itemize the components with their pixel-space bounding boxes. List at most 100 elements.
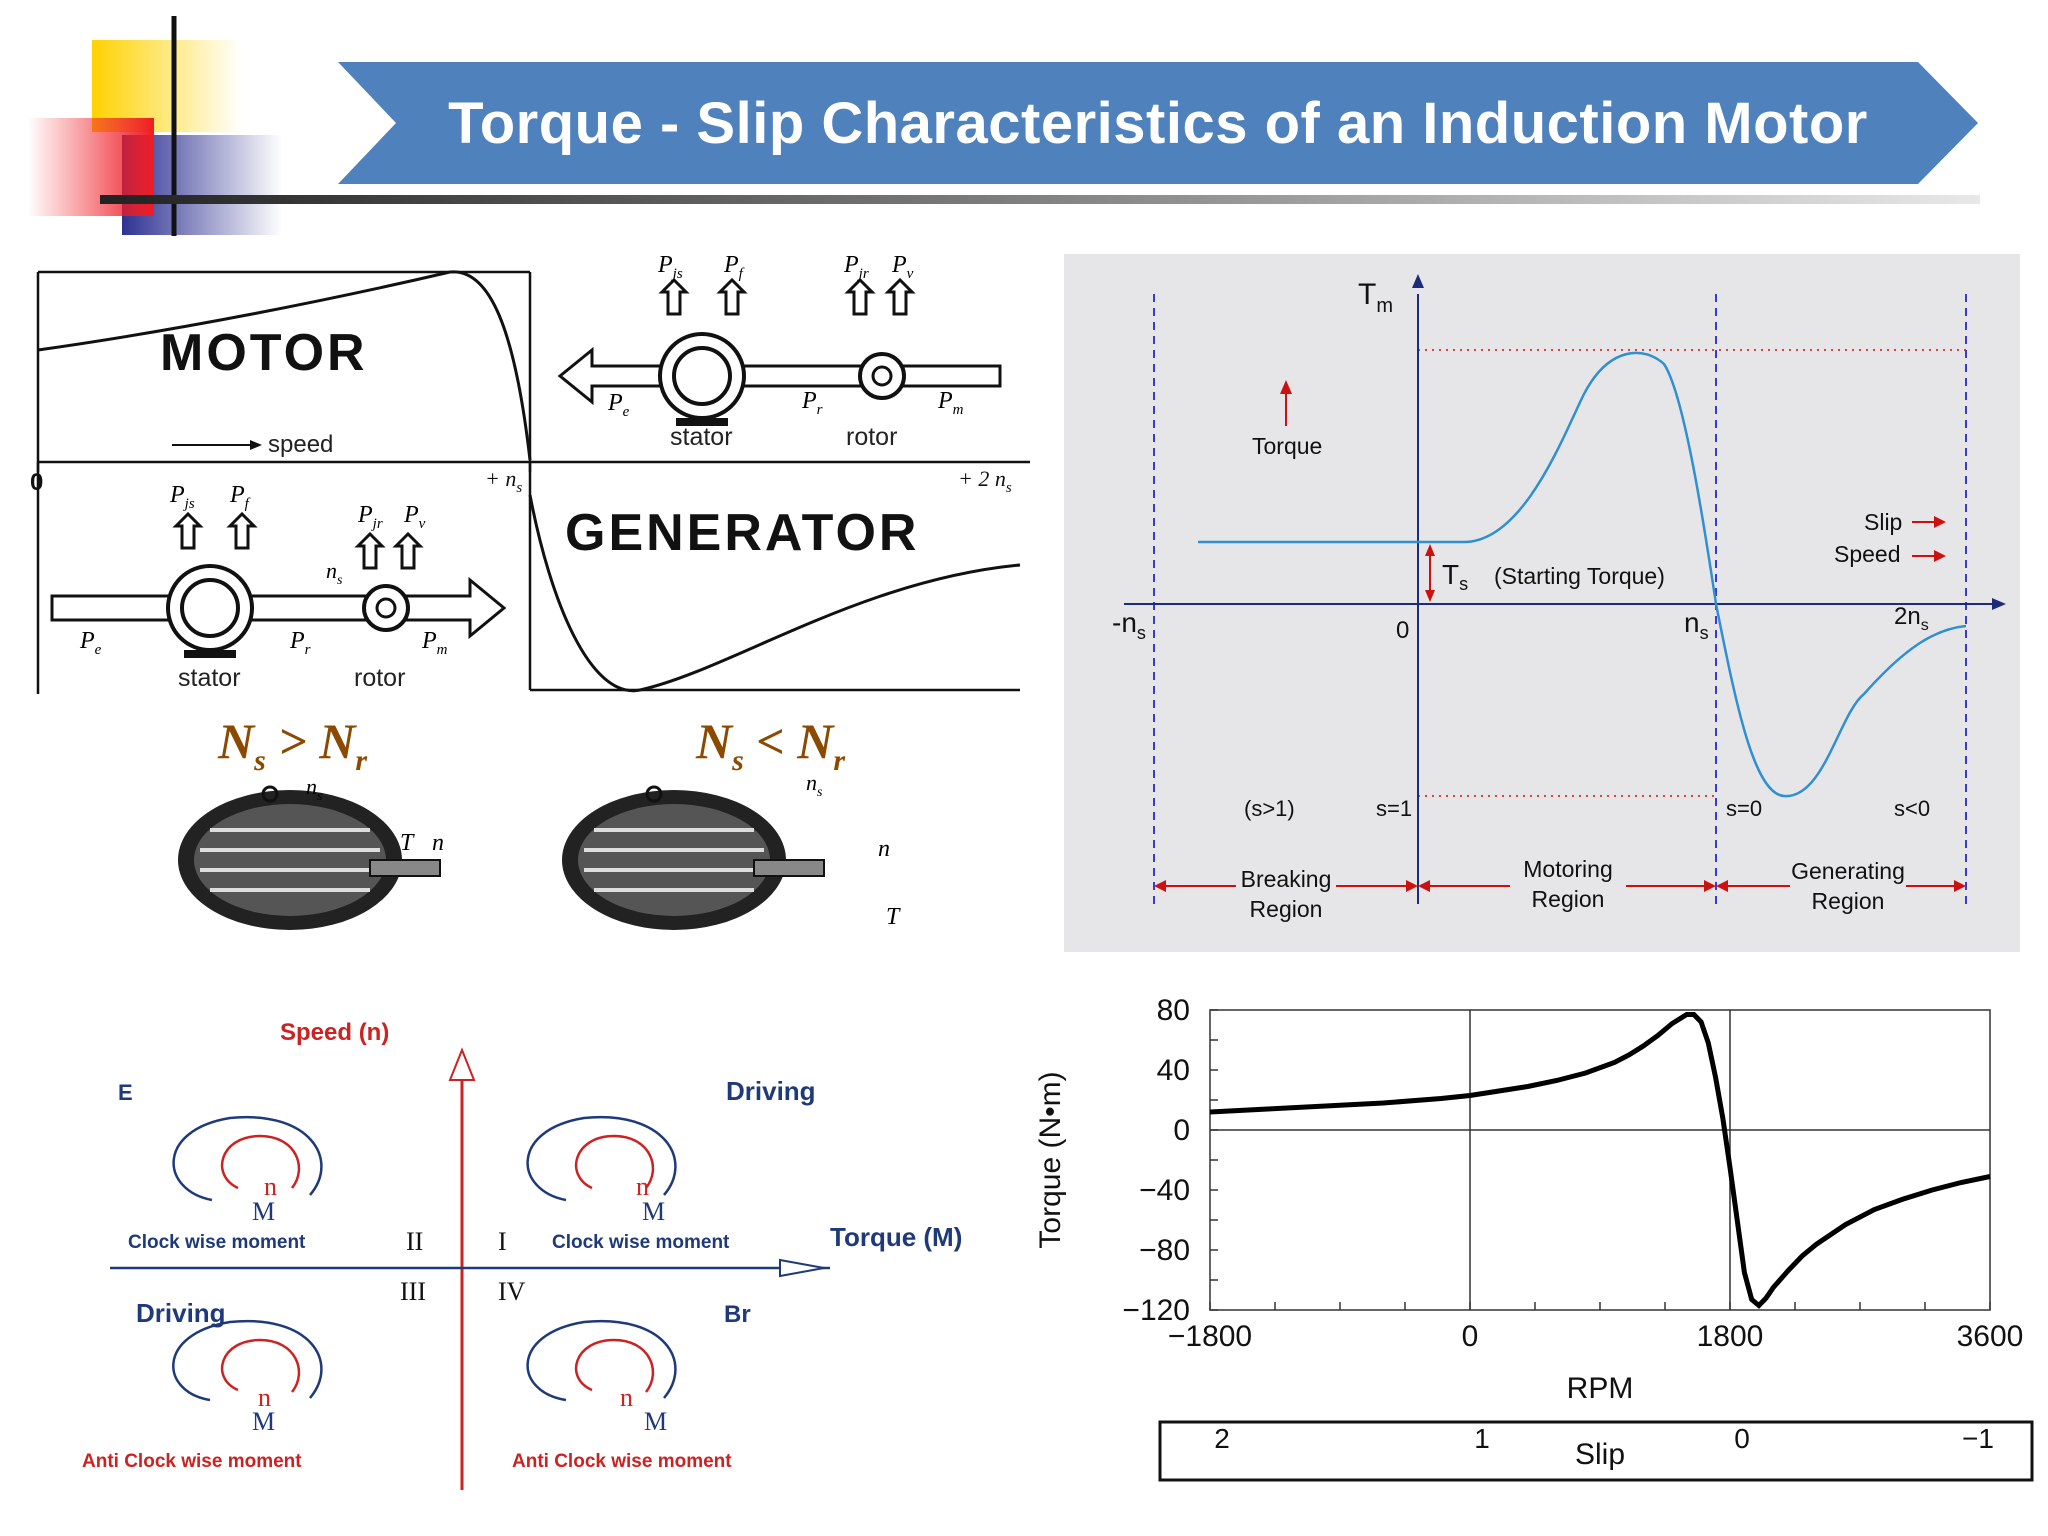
axis-ns: + ns — [485, 466, 522, 496]
speed-axis-arrowhead — [448, 1047, 476, 1081]
speed-dir-label: Speed — [1834, 541, 1901, 567]
q3-rotation: n M Anti Clock wise moment — [82, 1319, 323, 1472]
ts-marker-up-icon — [1425, 544, 1435, 556]
slip-axis-box — [1158, 1420, 2034, 1482]
top-pe-label: Pe — [607, 390, 630, 420]
bottom-pr-label: Pr — [289, 628, 311, 658]
q2-M-label: M — [252, 1197, 275, 1226]
right-ns-label: ns — [806, 770, 823, 800]
q3-M-label: M — [252, 1407, 275, 1436]
motor-generator-diagram: speed MOTOR GENERATOR 0 + ns + 2 ns Pjs … — [30, 252, 1030, 694]
motoring-arrowhead-left — [1418, 880, 1430, 892]
quadrant-speed-label: Speed (n) — [280, 1019, 389, 1046]
left-motor-illustration: ns T n — [178, 774, 444, 930]
right-motor-ribs-icon — [584, 828, 764, 892]
stator-inner-icon — [672, 346, 732, 406]
torque-slip-curve — [1198, 351, 1967, 798]
q1-outer-arc-icon — [526, 1115, 677, 1202]
generating-region-line2: Region — [1812, 888, 1885, 914]
plot-frame — [1209, 1009, 1991, 1311]
quadrant-torque-label: Torque (M) — [830, 1222, 962, 1252]
q1-rotation: n M Clock wise moment — [526, 1115, 730, 1253]
top-pjs-label: Pjs — [657, 252, 683, 282]
tm-label: Tm — [1358, 278, 1393, 317]
left-condition: Ns > Nr — [217, 713, 367, 777]
four-quadrant-diagram: Speed (n) Torque (M) E Driving Driving B… — [82, 1019, 962, 1490]
bottom-pjs-label: Pjs — [169, 482, 195, 512]
bottom-stator-base-icon — [184, 650, 236, 658]
slip-tick-label: 0 — [1734, 1423, 1750, 1454]
motor-conditions: Ns > Nr Ns < Nr ns T n ns n T — [178, 713, 901, 930]
y-tick-label: 40 — [1157, 1054, 1190, 1087]
motoring-region-line1: Motoring — [1523, 856, 1612, 882]
breaking-arrowhead-left — [1154, 880, 1166, 892]
pjr-arrow-icon — [844, 277, 876, 316]
bottom-ns-label: ns — [326, 558, 343, 588]
breaking-region-line2: Region — [1250, 896, 1323, 922]
q4-inner-arc-icon — [574, 1338, 655, 1393]
torque-marker-icon — [1280, 380, 1292, 394]
y-tick-label: 0 — [1173, 1114, 1190, 1147]
q4-n-label: n — [620, 1383, 633, 1412]
generating-region-line1: Generating — [1791, 858, 1905, 884]
motoring-region-line2: Region — [1532, 886, 1605, 912]
x-tick-label: −1800 — [1168, 1320, 1252, 1353]
s-eq-1-label: s=1 — [1376, 796, 1412, 821]
top-rotor-label: rotor — [846, 423, 897, 451]
x-tick-label: 1800 — [1697, 1320, 1764, 1353]
bottom-pjr-arrow-icon — [354, 531, 386, 570]
y-axis-label: Torque (N•m) — [1034, 1071, 1067, 1248]
q2-rotation: n M Clock wise moment — [128, 1115, 323, 1253]
top-stator-label: stator — [670, 423, 733, 451]
torque-axis-arrowhead — [779, 1258, 825, 1278]
generator-torque-curve — [528, 494, 1021, 693]
decor-squares — [28, 16, 282, 236]
q2-n-label: n — [264, 1172, 277, 1201]
stator-base-icon — [676, 418, 728, 426]
s-lt-0-label: s<0 — [1894, 796, 1930, 821]
x-axis-label: RPM — [1567, 1372, 1634, 1405]
q2-inner-arc-icon — [220, 1134, 301, 1190]
q1-M-label: M — [642, 1197, 665, 1226]
x-tick-labels: −1800 0 1800 3600 — [1168, 1320, 2024, 1353]
roman-II: II — [406, 1227, 423, 1256]
q1-top-label: Driving — [726, 1076, 816, 1106]
q4-top-label: Br — [724, 1301, 751, 1328]
speed-dir-arrow-icon — [1934, 550, 1946, 562]
x-tick-label: 3600 — [1957, 1320, 2024, 1353]
y-tick-label: 80 — [1157, 994, 1190, 1027]
s-gt-1-label: (s>1) — [1244, 796, 1295, 821]
bottom-pf-label: Pf — [229, 482, 251, 512]
left-motor-eye-icon — [261, 785, 279, 803]
q3-moment-label: Anti Clock wise moment — [82, 1451, 302, 1472]
q2-moment-label: Clock wise moment — [128, 1232, 306, 1253]
top-pjr-label: Pjr — [843, 252, 869, 282]
slip-tick-label: 1 — [1474, 1423, 1490, 1454]
right-motor-fins-icon — [578, 804, 770, 916]
q2-top-label: E — [118, 1080, 133, 1105]
torque-label: Torque — [1252, 433, 1322, 459]
left-ns-label: ns — [306, 774, 323, 804]
bottom-pjs-arrow-icon — [172, 511, 204, 550]
axis-zero: 0 — [30, 469, 43, 496]
roman-III: III — [400, 1277, 426, 1306]
bottom-pm-label: Pm — [421, 628, 448, 658]
zero-label: 0 — [1396, 617, 1409, 644]
y-tick-label: −40 — [1139, 1174, 1190, 1207]
motoring-arrowhead-right — [1704, 880, 1716, 892]
x-tick-label: 0 — [1462, 1320, 1479, 1353]
decor-logo — [0, 0, 300, 240]
motor-label: MOTOR — [160, 324, 368, 382]
q2-outer-arc-icon — [172, 1115, 323, 1202]
s-eq-0-label: s=0 — [1726, 796, 1762, 821]
two-ns-label: 2ns — [1894, 603, 1929, 634]
right-n-label: n — [878, 836, 890, 862]
roman-I: I — [498, 1227, 507, 1256]
left-T-label: T — [400, 830, 415, 856]
q3-n-label: n — [258, 1383, 271, 1412]
motor-torque-curve — [37, 270, 532, 461]
right-condition: Ns < Nr — [695, 713, 845, 777]
bottom-power-flow: Pjs Pf Pjr Pv ns Pe Pr Pm stator rotor — [50, 482, 507, 692]
